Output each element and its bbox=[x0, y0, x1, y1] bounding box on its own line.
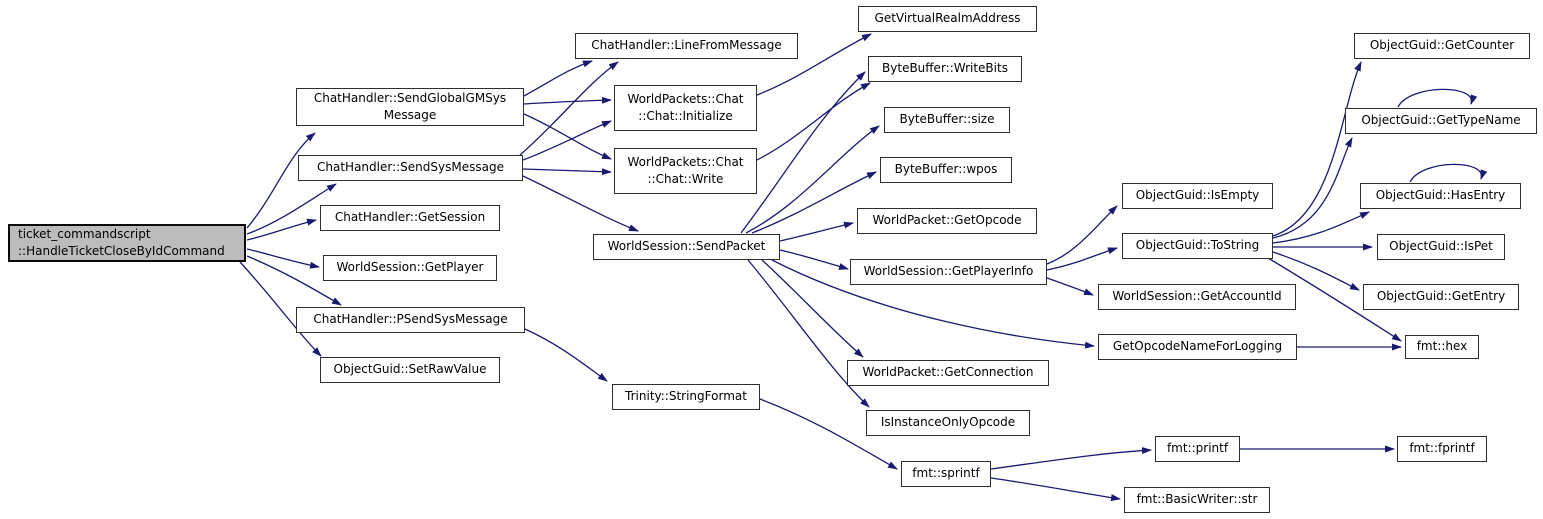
edge-sendglobalgmsysmessage-chatwrite bbox=[523, 113, 612, 160]
node-objectguid-isempty[interactable]: ObjectGuid::IsEmpty bbox=[1122, 183, 1273, 209]
edge-hasentry-selfloop bbox=[1409, 163, 1488, 183]
node-bytebuffer-wpos[interactable]: ByteBuffer::wpos bbox=[880, 157, 1012, 183]
edge-sendsysmessage-linefrommessage bbox=[519, 61, 619, 156]
edge-psendsysmessage-stringformat bbox=[524, 328, 608, 382]
node-fmt-printf[interactable]: fmt::printf bbox=[1155, 436, 1240, 462]
edge-sendpacket-getopcodenameforlogging bbox=[771, 259, 1095, 349]
edge-sendpacket-bytebuffersize bbox=[745, 125, 880, 234]
node-fmt-sprintf[interactable]: fmt::sprintf bbox=[901, 461, 991, 487]
edge-sendsysmessage-chatwrite bbox=[522, 168, 612, 176]
edge-root-sendglobalgmsysmessage bbox=[246, 132, 316, 229]
edge-chatinitialize-getvirtualrealmaddress bbox=[756, 33, 872, 96]
edge-getplayerinfo-isempty bbox=[1046, 205, 1118, 265]
edge-sendpacket-isinstanceonlyopcode bbox=[747, 259, 870, 408]
node-fmt-fprintf[interactable]: fmt::fprintf bbox=[1397, 436, 1487, 462]
edge-sendpacket-getopcode bbox=[779, 221, 854, 242]
edge-tostring-hex bbox=[1267, 257, 1402, 342]
node-ticket-commandscript-handleticketclosebyidcommand: ticket_commandscript ::HandleTicketClose… bbox=[8, 224, 246, 262]
node-getopcodenameforlogging[interactable]: GetOpcodeNameForLogging bbox=[1098, 334, 1297, 360]
edge-getplayerinfo-tostring bbox=[1046, 247, 1118, 271]
node-chathandler-getsession[interactable]: ChatHandler::GetSession bbox=[320, 205, 500, 231]
node-worldpacket-getopcode[interactable]: WorldPacket::GetOpcode bbox=[857, 208, 1037, 234]
edge-getplayerinfo-getaccountid bbox=[1046, 277, 1094, 296]
edge-sendsysmessage-sendpacket bbox=[522, 175, 639, 232]
node-fmt-basicwriter-str[interactable]: fmt::BasicWriter::str bbox=[1124, 487, 1270, 513]
edge-sprintf-basicwriterstr bbox=[990, 477, 1121, 502]
edge-root-setrawvalue bbox=[239, 261, 322, 357]
edge-root-getplayer bbox=[246, 248, 320, 269]
edge-stringformat-sprintf bbox=[759, 398, 898, 470]
node-trinity-stringformat[interactable]: Trinity::StringFormat bbox=[612, 384, 760, 410]
node-worldsession-getplayerinfo[interactable]: WorldSession::GetPlayerInfo bbox=[850, 259, 1047, 285]
node-worldpackets-chat-write[interactable]: WorldPackets::Chat ::Chat::Write bbox=[614, 148, 757, 194]
edge-tostring-hasentry bbox=[1272, 211, 1370, 244]
edge-root-sendsysmessage bbox=[246, 183, 337, 235]
node-objectguid-ispet[interactable]: ObjectGuid::IsPet bbox=[1377, 234, 1505, 260]
edge-tostring-getentry bbox=[1272, 251, 1360, 291]
edge-chatwrite-writebits bbox=[756, 82, 871, 161]
node-chathandler-sendsysmessage[interactable]: ChatHandler::SendSysMessage bbox=[298, 155, 523, 181]
node-objectguid-hasentry[interactable]: ObjectGuid::HasEntry bbox=[1360, 183, 1521, 209]
node-objectguid-getentry[interactable]: ObjectGuid::GetEntry bbox=[1363, 284, 1519, 310]
node-chathandler-psendsysmessage[interactable]: ChatHandler::PSendSysMessage bbox=[296, 307, 525, 333]
node-objectguid-tostring[interactable]: ObjectGuid::ToString bbox=[1122, 233, 1273, 259]
edge-sendglobalgmsysmessage-chatinitialize bbox=[523, 96, 612, 105]
node-worldpackets-chat-initialize[interactable]: WorldPackets::Chat ::Chat::Initialize bbox=[614, 85, 757, 131]
edge-sendsysmessage-chatinitialize bbox=[522, 120, 612, 161]
edge-sendglobalgmsysmessage-linefrommessage bbox=[523, 60, 593, 97]
edge-sendpacket-writebits bbox=[740, 71, 866, 234]
node-chathandler-sendglobalgmsysmessage[interactable]: ChatHandler::SendGlobalGMSys Message bbox=[296, 88, 524, 126]
node-worldsession-getplayer[interactable]: WorldSession::GetPlayer bbox=[323, 255, 497, 281]
edge-root-getsession bbox=[246, 218, 317, 241]
edge-sendpacket-bytebufferwpos bbox=[751, 171, 877, 234]
node-bytebuffer-writebits[interactable]: ByteBuffer::WriteBits bbox=[868, 56, 1022, 82]
node-worldsession-getaccountid[interactable]: WorldSession::GetAccountId bbox=[1098, 284, 1296, 310]
edge-gettypename-selfloop bbox=[1397, 88, 1478, 108]
node-fmt-hex[interactable]: fmt::hex bbox=[1405, 335, 1479, 359]
node-getvirtualrealmaddress[interactable]: GetVirtualRealmAddress bbox=[858, 6, 1037, 32]
edge-root-psendsysmessage bbox=[246, 255, 342, 306]
node-objectguid-setrawvalue[interactable]: ObjectGuid::SetRawValue bbox=[320, 357, 500, 383]
edge-sendpacket-getconnection bbox=[761, 259, 864, 358]
node-objectguid-getcounter[interactable]: ObjectGuid::GetCounter bbox=[1354, 33, 1530, 59]
node-worldsession-sendpacket[interactable]: WorldSession::SendPacket bbox=[593, 234, 780, 260]
node-isinstanceonlyopcode[interactable]: IsInstanceOnlyOpcode bbox=[866, 410, 1030, 436]
node-chathandler-linefrommessage[interactable]: ChatHandler::LineFromMessage bbox=[575, 33, 798, 59]
edge-tostring-getcounter bbox=[1272, 61, 1362, 237]
node-objectguid-gettypename[interactable]: ObjectGuid::GetTypeName bbox=[1345, 108, 1537, 134]
edge-tostring-gettypename bbox=[1272, 137, 1353, 239]
node-bytebuffer-size[interactable]: ByteBuffer::size bbox=[884, 107, 1010, 133]
node-worldpacket-getconnection[interactable]: WorldPacket::GetConnection bbox=[847, 360, 1049, 386]
edge-sendpacket-getplayerinfo bbox=[779, 249, 849, 270]
edge-sprintf-printf bbox=[990, 447, 1152, 470]
